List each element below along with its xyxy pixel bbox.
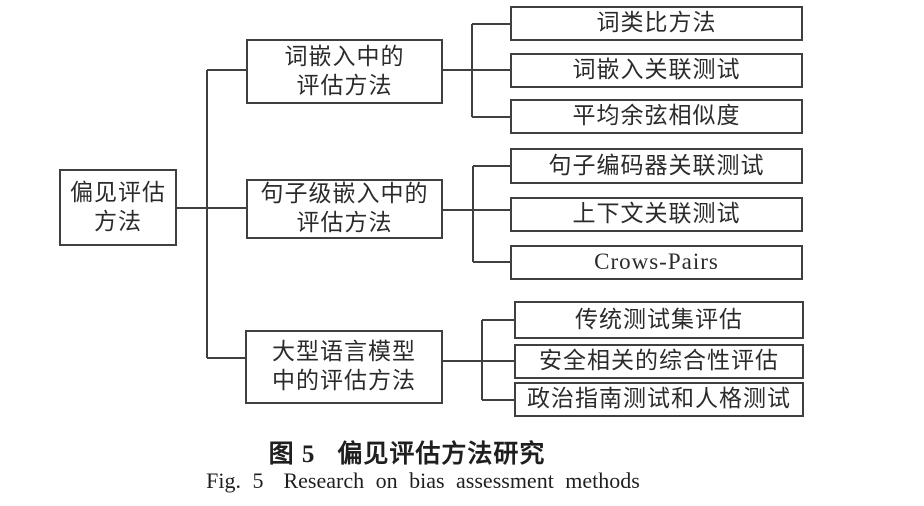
leaf-label: 平均余弦相似度	[572, 103, 741, 129]
leaf-box-sentence-encoder-association-test: 句子编码器关联测试	[510, 148, 803, 184]
leaf-box-word-embedding-association-test: 词嵌入关联测试	[510, 53, 803, 88]
leaf-label: 政治指南测试和人格测试	[527, 386, 791, 412]
root-box-bias-assessment-methods: 偏见评估 方法	[59, 169, 177, 246]
caption-zh-figure-number: 图 5	[268, 441, 316, 468]
leaf-label: 词嵌入关联测试	[572, 57, 741, 83]
leaf-label: 传统测试集评估	[575, 306, 743, 332]
leaf-box-safety-comprehensive-evaluation: 安全相关的综合性评估	[514, 344, 804, 379]
caption-zh-title: 偏见评估方法研究	[337, 441, 546, 468]
branch-label-line2: 评估方法	[296, 210, 393, 235]
branch-label-line1: 大型语言模型	[272, 339, 416, 365]
root-label-line2: 方法	[94, 208, 142, 234]
leaf-box-context-association-test: 上下文关联测试	[510, 197, 803, 232]
caption-en-title: Research on bias assessment methods	[283, 468, 640, 493]
leaf-box-traditional-test-set-evaluation: 传统测试集评估	[514, 301, 804, 339]
branch-box-sentence-embedding: 句子级嵌入中的 评估方法	[246, 179, 443, 239]
caption-english: Fig. 5 Research on bias assessment method…	[123, 468, 723, 494]
branch-label-line2: 中的评估方法	[272, 368, 416, 393]
branch-label-line1: 词嵌入中的	[284, 43, 405, 69]
leaf-label: 词类比方法	[596, 10, 717, 36]
caption-en-figure-number: Fig. 5	[206, 468, 264, 493]
leaf-box-mean-cosine-similarity: 平均余弦相似度	[510, 99, 803, 134]
leaf-label: 句子编码器关联测试	[548, 152, 765, 178]
branch-label-line1: 句子级嵌入中的	[260, 181, 429, 207]
leaf-label: Crows-Pairs	[594, 249, 719, 275]
leaf-box-word-analogy: 词类比方法	[510, 6, 803, 41]
leaf-label: 安全相关的综合性评估	[539, 348, 779, 374]
leaf-label: 上下文关联测试	[572, 201, 741, 227]
leaf-box-political-compass-personality-test: 政治指南测试和人格测试	[514, 382, 804, 417]
branch-box-word-embedding: 词嵌入中的 评估方法	[246, 39, 443, 104]
root-label-line1: 偏见评估	[70, 179, 166, 205]
leaf-box-crows-pairs: Crows-Pairs	[510, 245, 803, 280]
caption-chinese: 图 5 偏见评估方法研究	[107, 434, 707, 470]
branch-label-line2: 评估方法	[296, 72, 393, 98]
branch-box-large-language-model: 大型语言模型 中的评估方法	[245, 330, 443, 404]
